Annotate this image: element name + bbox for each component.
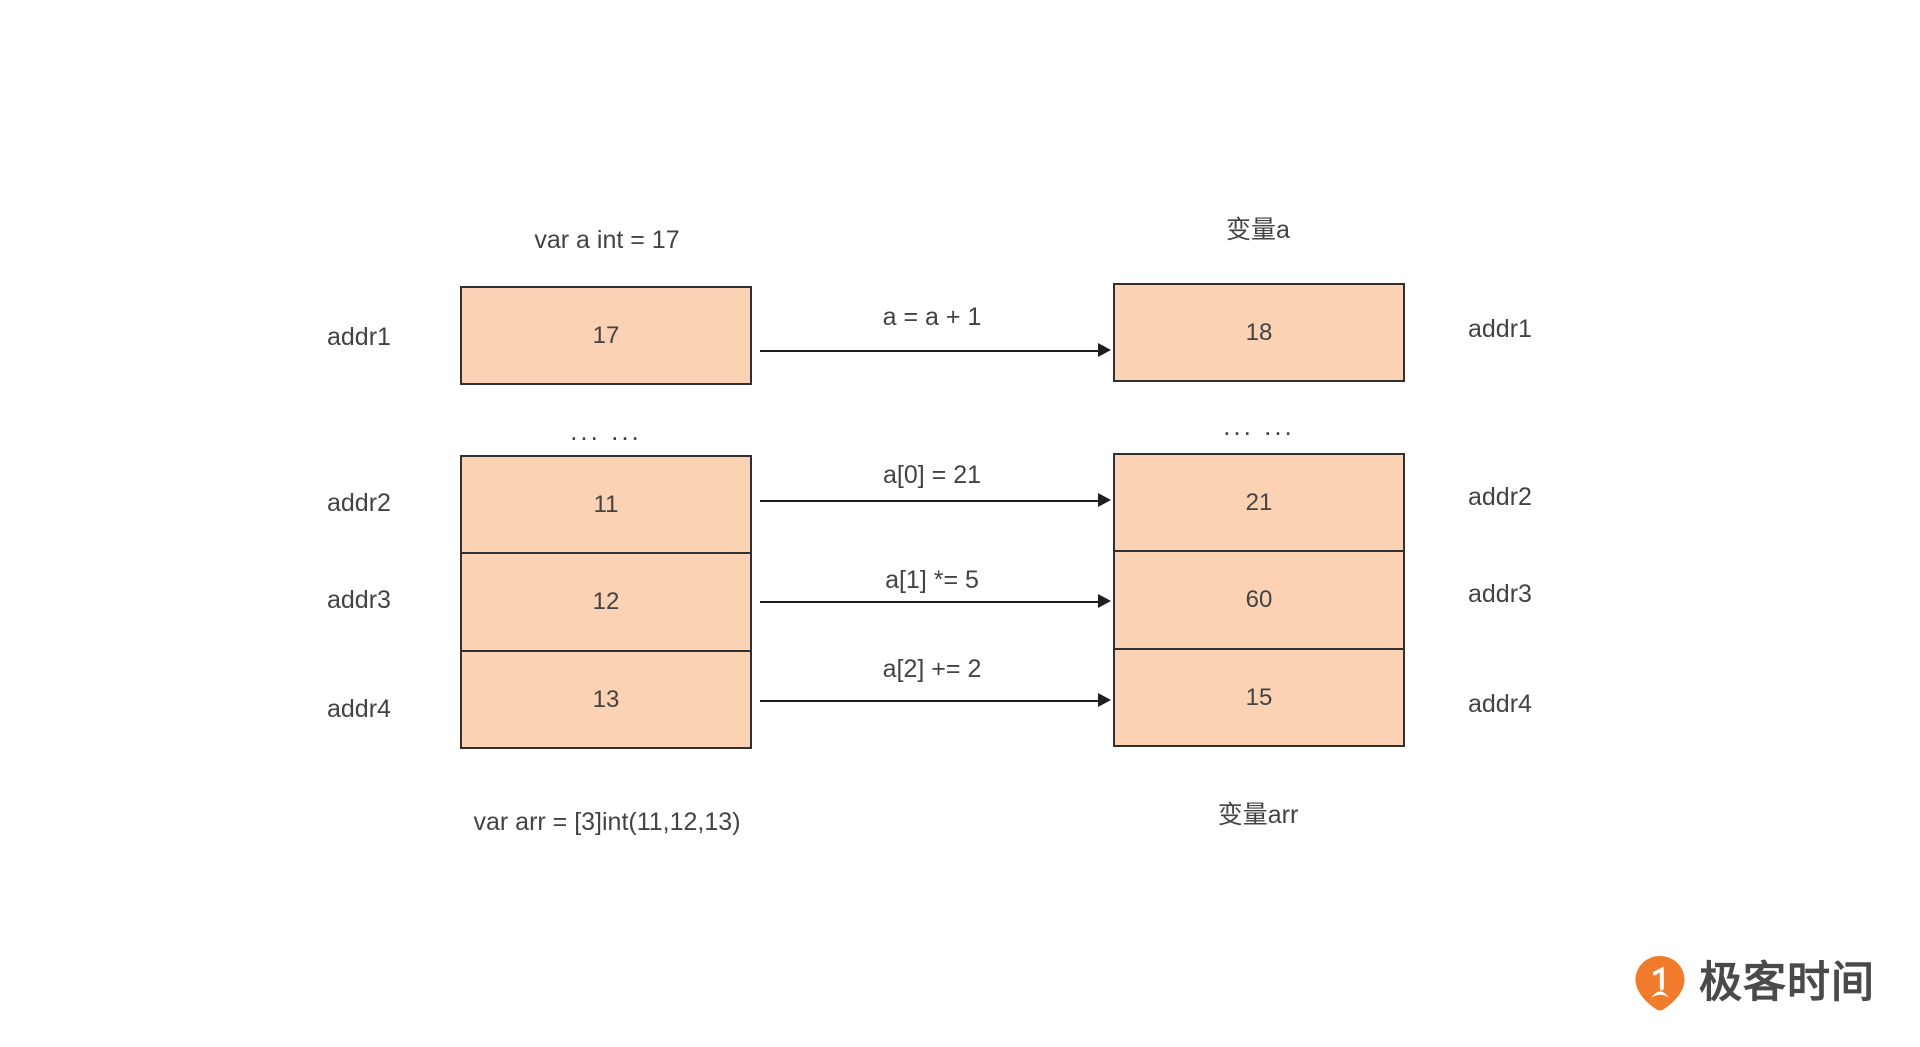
- left-cell-addr4-value: 13: [592, 685, 620, 713]
- right-cell-addr3-value: 60: [1245, 586, 1273, 613]
- left-cell-addr3: 12: [460, 553, 752, 651]
- right-cell-addr2-value: 21: [1245, 488, 1273, 516]
- left-array-caption: var arr = [3]int(11,12,13): [473, 808, 741, 836]
- operation-label-4: a[2] += 2: [882, 655, 982, 683]
- right-cell-addr4: 15: [1113, 649, 1405, 747]
- right-variable-title: 变量a: [1226, 216, 1290, 244]
- left-cell-addr3-value: 12: [592, 588, 620, 615]
- operation-arrow-head-4: [1098, 693, 1111, 707]
- left-cell-addr4: 13: [460, 651, 752, 749]
- right-cell-addr3: 60: [1113, 551, 1405, 649]
- operation-label-1: a = a + 1: [882, 303, 982, 331]
- operation-arrow-head-3: [1098, 594, 1111, 608]
- left-cell-addr1: 17: [460, 286, 752, 385]
- operation-arrow-head-2: [1098, 493, 1111, 507]
- operation-arrow-line-3: [760, 601, 1098, 603]
- right-address-label-addr3: addr3: [1468, 580, 1532, 608]
- operation-arrow-line-1: [760, 350, 1098, 352]
- right-cell-addr4-value: 15: [1245, 683, 1273, 711]
- left-address-label-addr1: addr1: [327, 323, 391, 351]
- left-address-label-addr3: addr3: [327, 586, 391, 614]
- right-address-label-addr1: addr1: [1468, 315, 1532, 343]
- operation-label-2: a[0] = 21: [883, 461, 981, 489]
- right-memory-gap-ellipsis: ... ...: [1223, 411, 1295, 441]
- left-cell-addr2: 11: [460, 455, 752, 553]
- geektime-logo: 极客时间: [1634, 955, 1875, 1011]
- left-memory-gap-ellipsis: ... ...: [570, 416, 642, 446]
- right-cell-addr1-value: 18: [1245, 318, 1273, 346]
- geektime-logo-text: 极客时间: [1699, 957, 1875, 1008]
- left-variable-title: var a int = 17: [534, 226, 680, 254]
- left-address-label-addr2: addr2: [327, 489, 391, 517]
- operation-arrow-line-2: [760, 500, 1098, 502]
- operation-arrow-line-4: [760, 700, 1098, 702]
- right-address-label-addr4: addr4: [1468, 690, 1532, 718]
- geektime-pin-icon: [1634, 955, 1686, 1011]
- left-cell-addr1-value: 17: [592, 321, 620, 349]
- left-cell-addr2-value: 11: [593, 490, 619, 518]
- left-address-label-addr4: addr4: [327, 695, 391, 723]
- operation-label-3: a[1] *= 5: [885, 566, 979, 594]
- right-cell-addr2: 21: [1113, 453, 1405, 551]
- operation-arrow-head-1: [1098, 343, 1111, 357]
- right-cell-addr1: 18: [1113, 283, 1405, 382]
- right-address-label-addr2: addr2: [1468, 483, 1532, 511]
- right-array-caption: 变量arr: [1217, 801, 1299, 829]
